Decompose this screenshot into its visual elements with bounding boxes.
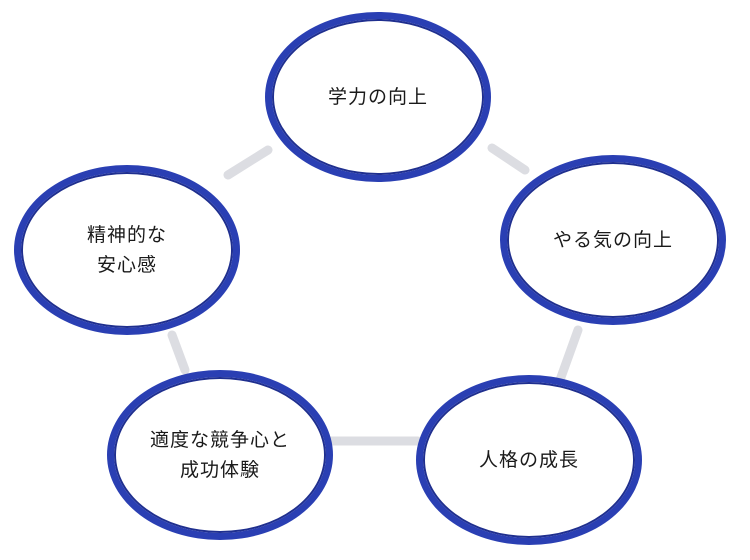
node-motivation-improvement: やる気の向上 (500, 155, 726, 325)
connector-n1-n2 (487, 143, 530, 175)
node-competition-success: 適度な競争心と 成功体験 (107, 370, 333, 540)
node-label: 適度な競争心と 成功体験 (149, 429, 290, 481)
node-label: 精神的な 安心感 (86, 224, 167, 276)
connector-n5-n1 (223, 145, 273, 180)
connector-n2-n3 (555, 325, 583, 385)
node-emotional-security: 精神的な 安心感 (14, 165, 240, 335)
connector-n4-n5 (167, 330, 190, 375)
node-character-growth: 人格の成長 (416, 375, 642, 545)
node-academic-improvement: 学力の向上 (265, 12, 491, 182)
node-label: 学力の向上 (327, 86, 428, 108)
node-label: やる気の向上 (552, 229, 673, 251)
node-label: 人格の成長 (478, 449, 579, 471)
